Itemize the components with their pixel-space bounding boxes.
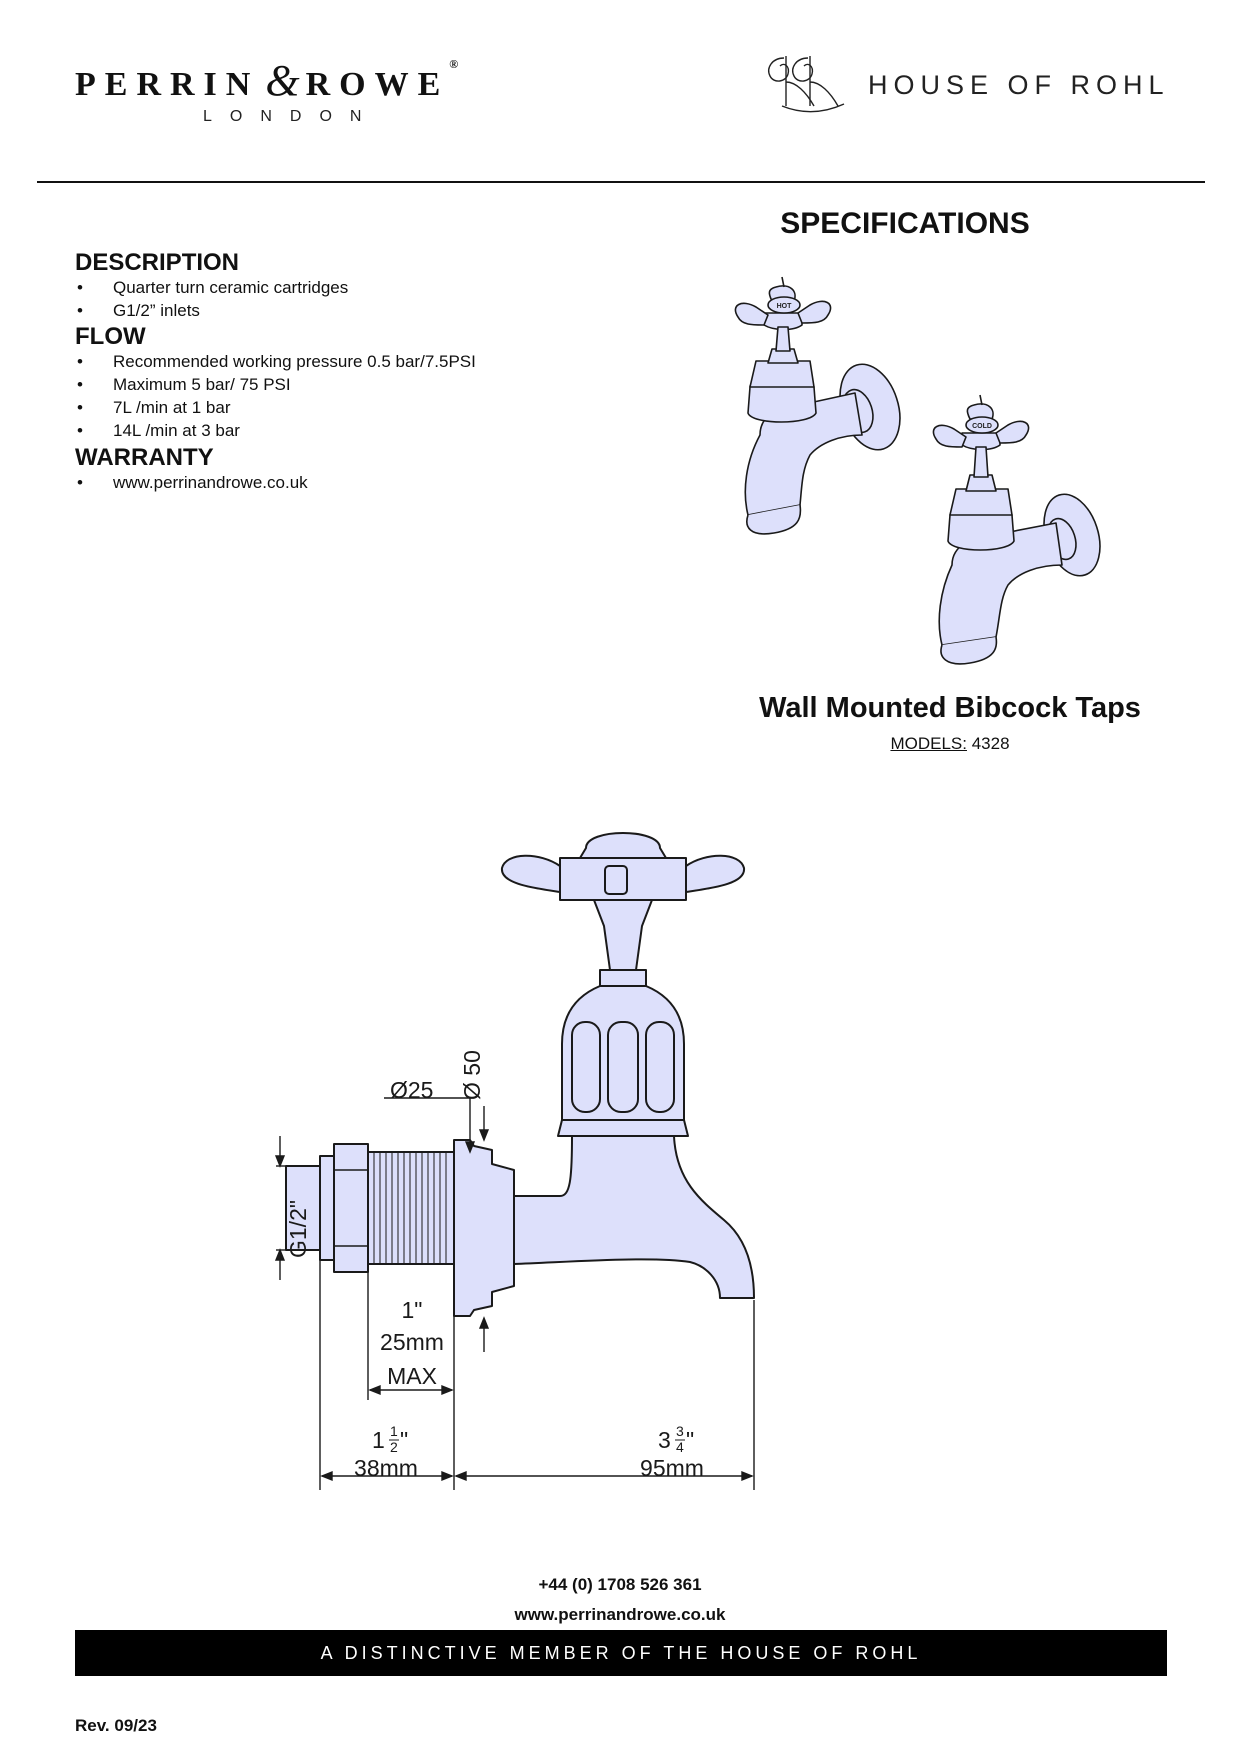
dimension-inlet-denominator: 2 bbox=[390, 1439, 398, 1455]
description-item: G1/2” inlets bbox=[75, 299, 348, 322]
svg-text:": " bbox=[686, 1427, 694, 1453]
footer-phone: +44 (0) 1708 526 361 bbox=[538, 1575, 702, 1594]
description-section: DESCRIPTION Quarter turn ceramic cartrid… bbox=[75, 249, 348, 323]
warranty-item: www.perrinandrowe.co.uk bbox=[75, 471, 308, 494]
models-line: MODELS: 4328 bbox=[780, 734, 1120, 754]
wall-flange bbox=[453, 1139, 515, 1317]
handle-left-arm bbox=[501, 854, 561, 893]
shroud-base bbox=[557, 1119, 689, 1137]
dimension-dia-25: Ø25 bbox=[390, 1077, 433, 1103]
flow-item: 7L /min at 1 bar bbox=[75, 396, 476, 419]
shroud-flute bbox=[607, 1021, 639, 1113]
svg-text:": " bbox=[400, 1427, 408, 1453]
cold-tap-illustration: COLD bbox=[932, 394, 1101, 665]
footer-banner: A DISTINCTIVE MEMBER OF THE HOUSE OF ROH… bbox=[75, 1630, 1167, 1676]
page-title: SPECIFICATIONS bbox=[780, 207, 1030, 240]
models-label: MODELS: bbox=[890, 734, 967, 753]
inlet-washer bbox=[319, 1155, 335, 1261]
flow-heading: FLOW bbox=[75, 323, 146, 350]
dimension-inlet-whole: 1 bbox=[372, 1427, 385, 1453]
product-isometric-image: HOT COLD bbox=[734, 276, 1101, 665]
dimension-reach-numerator: 3 bbox=[676, 1423, 684, 1439]
handle-right-arm bbox=[685, 854, 745, 893]
dimension-dia-50: Ø 50 bbox=[459, 1050, 485, 1100]
shroud-flute bbox=[645, 1021, 675, 1113]
hot-label: HOT bbox=[777, 303, 793, 310]
dimension-max-label: MAX bbox=[387, 1363, 437, 1389]
handle-stem bbox=[593, 899, 653, 971]
dimension-reach-whole: 3 bbox=[658, 1427, 671, 1453]
flow-item: Recommended working pressure 0.5 bar/7.5… bbox=[75, 350, 476, 373]
brand-word-rowe: ROWE bbox=[305, 66, 450, 103]
revision-label: Rev. 09/23 bbox=[75, 1716, 157, 1735]
description-item: Quarter turn ceramic cartridges bbox=[75, 276, 348, 299]
dimension-reach-mm: 95mm bbox=[640, 1455, 704, 1481]
flow-item: 14L /min at 3 bar bbox=[75, 419, 476, 442]
dimension-inlet-numerator: 1 bbox=[390, 1423, 398, 1439]
brand-ampersand: & bbox=[265, 56, 300, 105]
brand-logo: PERRIN&ROWE® bbox=[75, 55, 458, 106]
brand-word-perrin: PERRIN bbox=[75, 66, 260, 103]
flow-section: FLOW Recommended working pressure 0.5 ba… bbox=[75, 323, 476, 443]
dimension-max-mm: 25mm bbox=[380, 1329, 444, 1355]
partner-name: HOUSE OF ROHL bbox=[868, 70, 1170, 100]
brand-location: LONDON bbox=[203, 108, 380, 125]
dimension-reach-denominator: 4 bbox=[676, 1439, 684, 1455]
stem-collar bbox=[599, 969, 647, 987]
shroud-flute bbox=[571, 1021, 601, 1113]
backnut bbox=[333, 1143, 369, 1273]
threaded-shank bbox=[367, 1151, 455, 1265]
dimension-inlet-mm: 38mm bbox=[354, 1455, 418, 1481]
dimension-max-in: 1" bbox=[402, 1297, 423, 1323]
description-heading: DESCRIPTION bbox=[75, 249, 240, 276]
tap-body bbox=[513, 1135, 755, 1299]
handle-cap bbox=[579, 832, 667, 859]
footer-website-link[interactable]: www.perrinandrowe.co.uk bbox=[514, 1605, 726, 1624]
header-divider bbox=[37, 181, 1205, 183]
flow-item: Maximum 5 bar/ 75 PSI bbox=[75, 373, 476, 396]
warranty-section: WARRANTY www.perrinandrowe.co.uk bbox=[75, 444, 308, 495]
rohl-monogram-icon bbox=[768, 56, 845, 113]
technical-drawing: Ø25 Ø 50 G1/2" 1" 25mm MAX 1 1 2 " 38mm … bbox=[274, 832, 755, 1490]
models-value: 4328 bbox=[971, 734, 1010, 753]
hot-tap-illustration: HOT bbox=[734, 276, 901, 535]
handle-hub-window bbox=[604, 865, 628, 895]
product-name: Wall Mounted Bibcock Taps bbox=[759, 692, 1141, 724]
warranty-heading: WARRANTY bbox=[75, 444, 214, 471]
cold-label: COLD bbox=[972, 423, 992, 430]
dimension-thread: G1/2" bbox=[285, 1200, 311, 1258]
registered-mark: ® bbox=[449, 57, 459, 71]
